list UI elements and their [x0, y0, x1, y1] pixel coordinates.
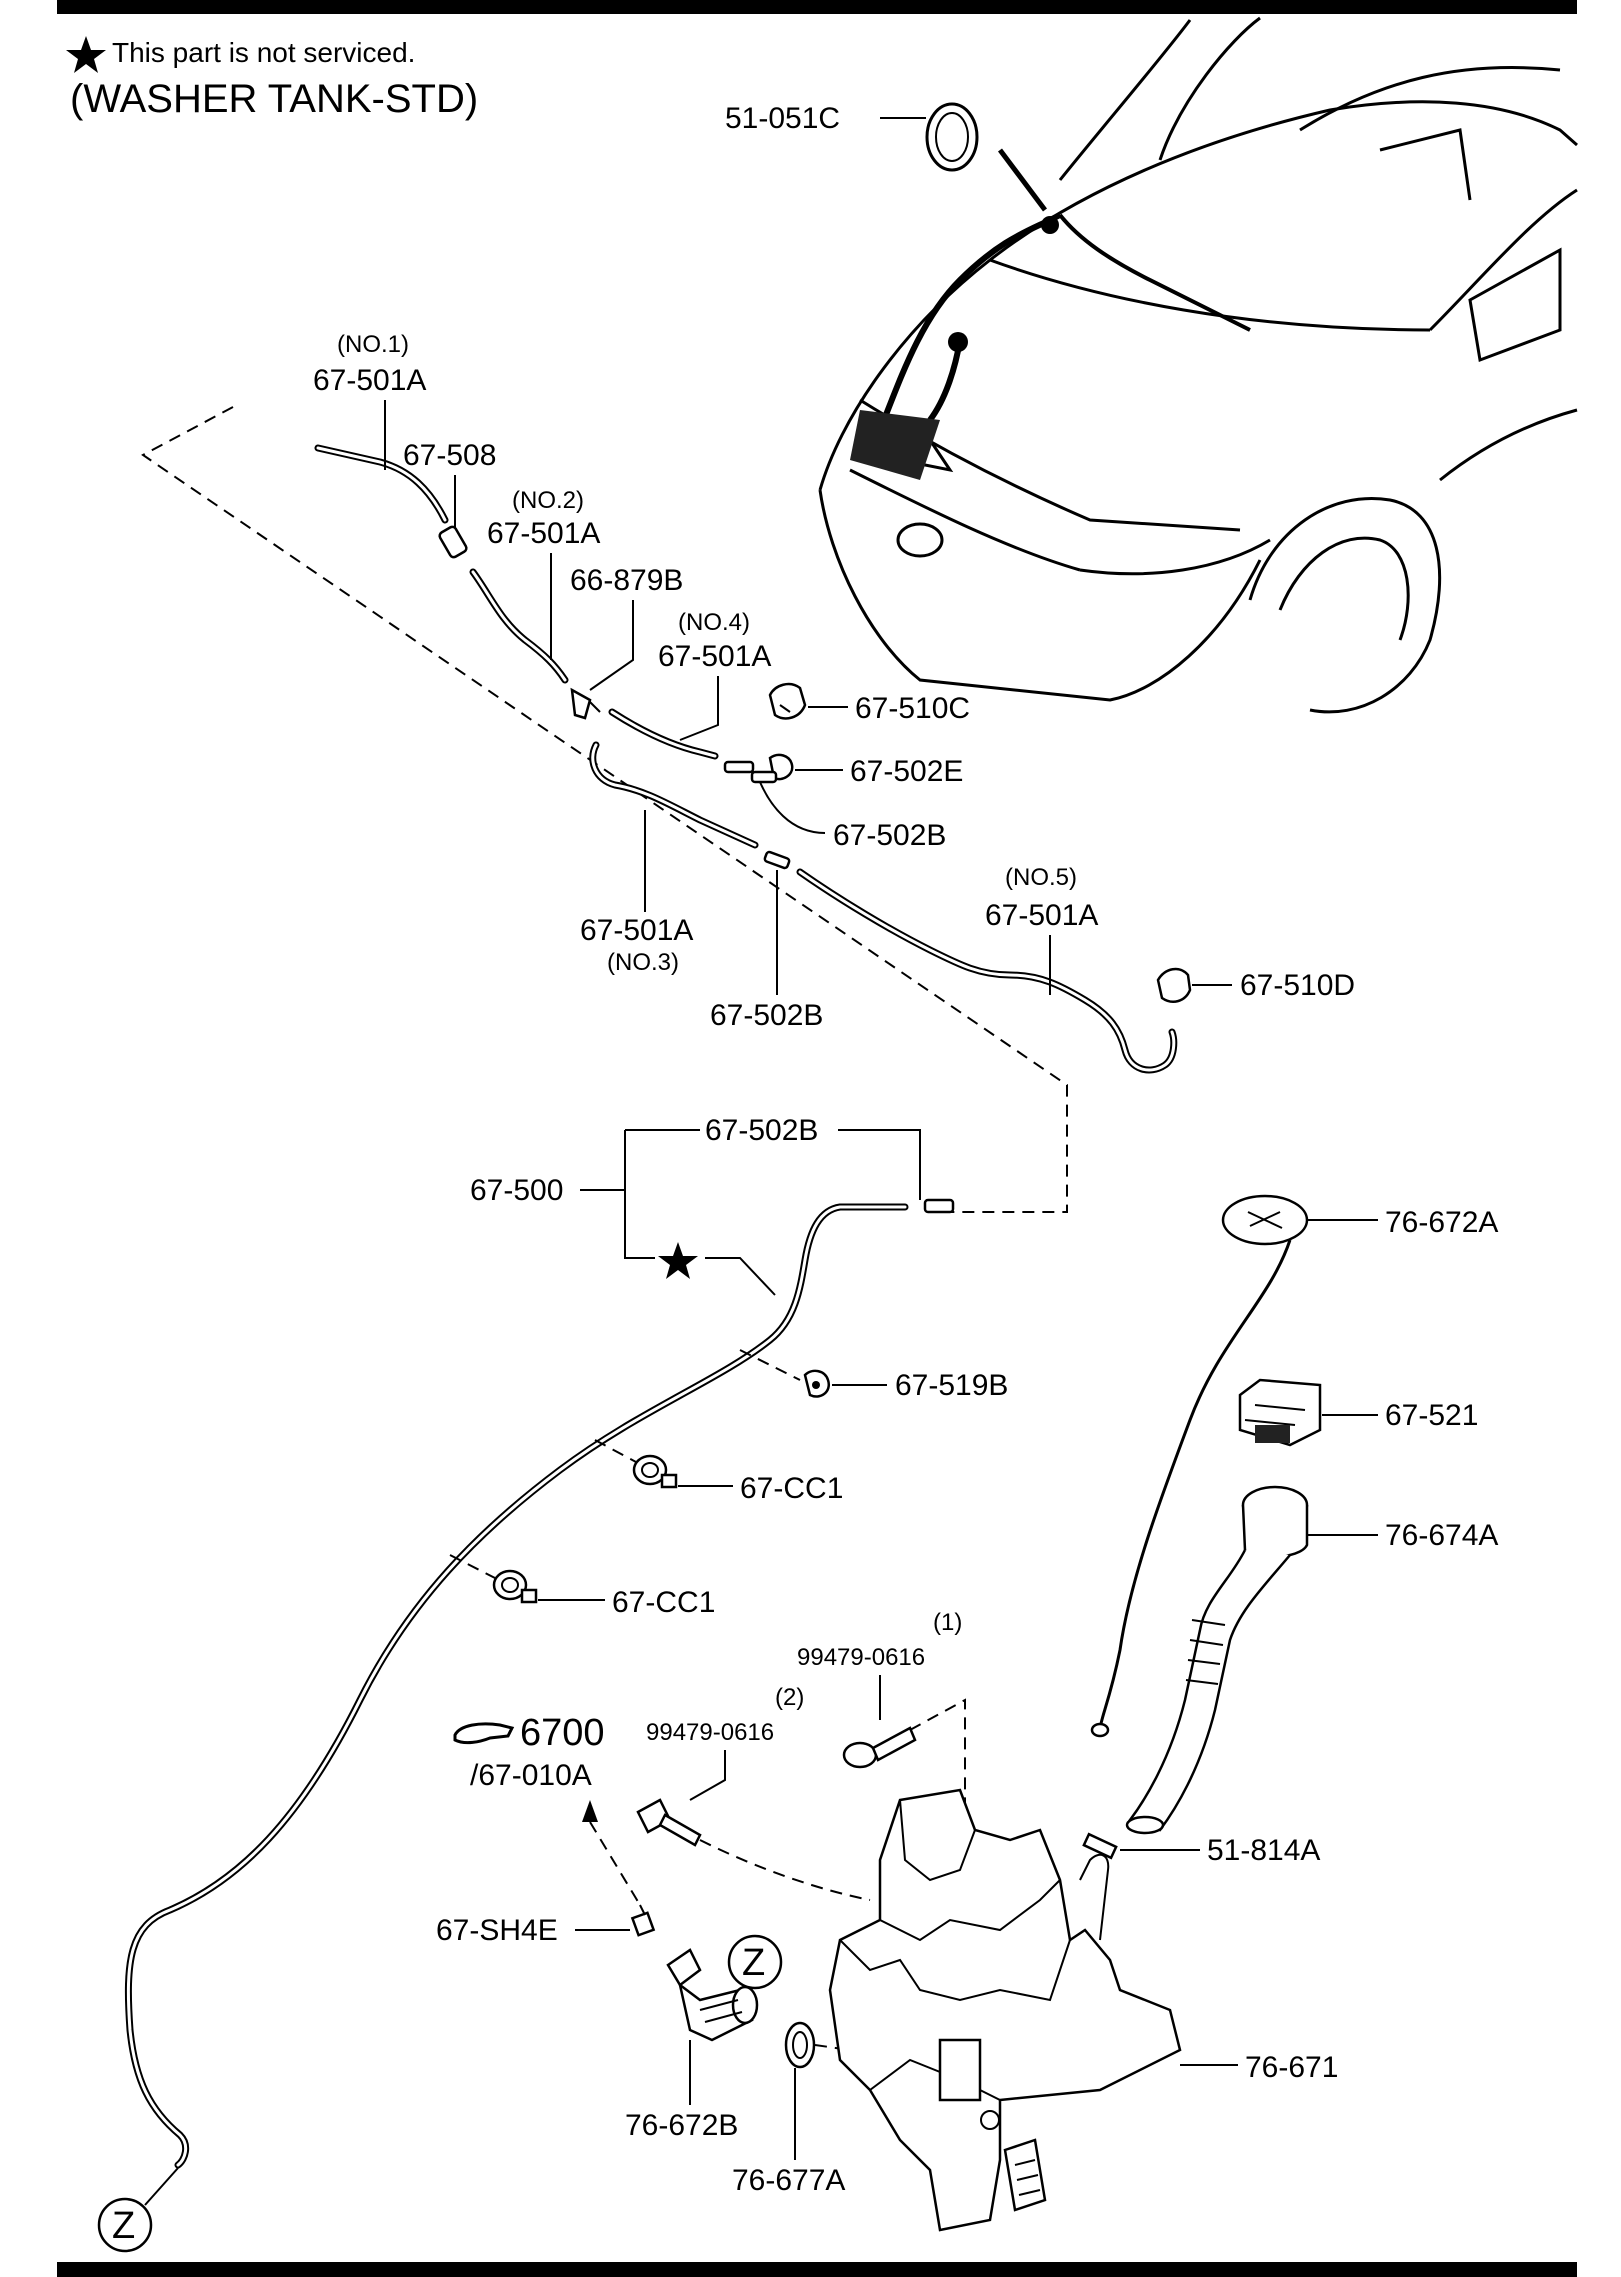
dash-ref-arrow — [589, 1821, 641, 1906]
label-bolt1: 99479-0616 — [797, 1644, 925, 1671]
z-marker-text-b: Z — [742, 1942, 765, 1984]
top-border — [57, 0, 1577, 14]
nozzle-67-510d — [1156, 967, 1192, 1003]
label-hose-no3: 67-501A — [580, 914, 693, 947]
clamp-67-cc1-a — [632, 1454, 678, 1489]
label-hose-no2-tag: (NO.2) — [512, 487, 584, 514]
hose-67-500 — [124, 1203, 909, 2169]
label-67-cc1-a: 67-CC1 — [740, 1472, 843, 1505]
label-67-sh4e: 67-SH4E — [436, 1914, 558, 1947]
clip-67-519b — [803, 1369, 831, 1398]
label-67-510d: 67-510D — [1240, 969, 1355, 1002]
label-bolt1-tag: (1) — [933, 1609, 962, 1636]
z-marker-hose-end: Z — [97, 2167, 179, 2253]
bolt-99479-0616-2 — [636, 1798, 702, 1847]
leader-67-502b-a — [759, 781, 826, 834]
label-67-cc1-b: 67-CC1 — [612, 1586, 715, 1619]
label-67-521: 67-521 — [1385, 1399, 1478, 1432]
label-66-879b: 66-879B — [570, 564, 683, 597]
label-51-814a: 51-814A — [1207, 1834, 1320, 1867]
joint-67-502b-c — [923, 1198, 955, 1214]
leader-67-502b-c — [838, 1129, 921, 1200]
label-67-502b-c: 67-502B — [705, 1114, 818, 1147]
label-76-671: 76-671 — [1245, 2051, 1338, 2084]
z-marker-text-a: Z — [112, 2205, 135, 2247]
hand-pointer-icon — [453, 1722, 515, 1745]
dash-67-cc1-a — [594, 1439, 637, 1463]
joint-67-508 — [438, 525, 468, 559]
grommet-76-677a — [784, 2021, 816, 2069]
label-hose-no5: 67-501A — [985, 899, 1098, 932]
car-illustration — [818, 16, 1578, 714]
clip-66-879b — [570, 687, 601, 720]
hose-no5 — [796, 868, 1178, 1074]
label-76-672b: 76-672B — [625, 2109, 738, 2142]
label-ref-6700: 6700 — [520, 1712, 605, 1754]
washer-tank-76-671 — [828, 1788, 1182, 2232]
leader-66-879b — [589, 600, 634, 691]
hood-grommet — [925, 102, 1047, 212]
label-67-519b: 67-519B — [895, 1369, 1008, 1402]
assembly-boundary-upper — [141, 406, 1068, 1213]
pump-76-672b — [666, 1948, 759, 2042]
dash-67-cc1-b — [449, 1554, 496, 1579]
not-serviced-star-marker — [658, 1242, 698, 1279]
label-67-508: 67-508 — [403, 439, 496, 472]
label-hose-no5-tag: (NO.5) — [1005, 864, 1077, 891]
label-ref-67-010a: /67-010A — [470, 1759, 592, 1792]
group-bracket-67-500 — [624, 1130, 655, 1259]
z-marker-pump: Z — [727, 1934, 783, 1990]
label-bolt2-tag: (2) — [775, 1684, 804, 1711]
joint-67-502b-a — [750, 770, 778, 784]
label-hose-no3-tag: (NO.3) — [607, 949, 679, 976]
label-67-502e: 67-502E — [850, 755, 963, 788]
label-76-672a: 76-672A — [1385, 1206, 1498, 1239]
connector-67-sh4e — [630, 1904, 656, 1937]
label-bolt2: 99479-0616 — [646, 1719, 774, 1746]
label-hose-no4-tag: (NO.4) — [678, 609, 750, 636]
label-hose-no2: 67-501A — [487, 517, 600, 550]
bracket-67-521 — [1238, 1378, 1322, 1447]
diagram-title: (WASHER TANK-STD) — [70, 77, 478, 121]
label-76-677a: 76-677A — [732, 2164, 845, 2197]
dash-bolt1 — [909, 1698, 966, 1870]
label-hose-no1: 67-501A — [313, 364, 426, 397]
bottom-border — [57, 2262, 1577, 2277]
note-text: This part is not serviced. — [112, 37, 415, 68]
not-serviced-star-icon — [66, 36, 106, 73]
hose-no3 — [589, 741, 759, 849]
bolt-99479-0616-1 — [842, 1726, 917, 1769]
label-67-500: 67-500 — [470, 1174, 563, 1207]
label-hose-no4: 67-501A — [658, 640, 771, 673]
hose-no1 — [314, 444, 468, 559]
seal-51-814a — [1082, 1832, 1118, 1860]
nozzle-67-510c — [768, 682, 807, 720]
label-51-051c: 51-051C — [725, 102, 840, 135]
clamp-67-cc1-b — [492, 1569, 538, 1604]
joint-67-502b-b — [763, 850, 791, 870]
filler-pipe-76-674a — [1125, 1485, 1309, 1835]
dash-67-519b — [739, 1349, 801, 1381]
hose-no4 — [608, 708, 719, 760]
label-67-502b-b: 67-502B — [710, 999, 823, 1032]
label-67-510c: 67-510C — [855, 692, 970, 725]
leader-hose-no4 — [679, 676, 719, 741]
cap-76-672a — [1090, 1194, 1309, 1738]
dash-bolt2 — [699, 1839, 871, 1901]
label-76-674a: 76-674A — [1385, 1519, 1498, 1552]
arrow-up-icon — [582, 1800, 598, 1822]
leader-bolt2 — [689, 1750, 726, 1801]
hose-no2 — [469, 568, 569, 684]
label-67-502b-a: 67-502B — [833, 819, 946, 852]
leader-star — [705, 1257, 776, 1296]
label-hose-no1-tag: (NO.1) — [337, 331, 409, 358]
